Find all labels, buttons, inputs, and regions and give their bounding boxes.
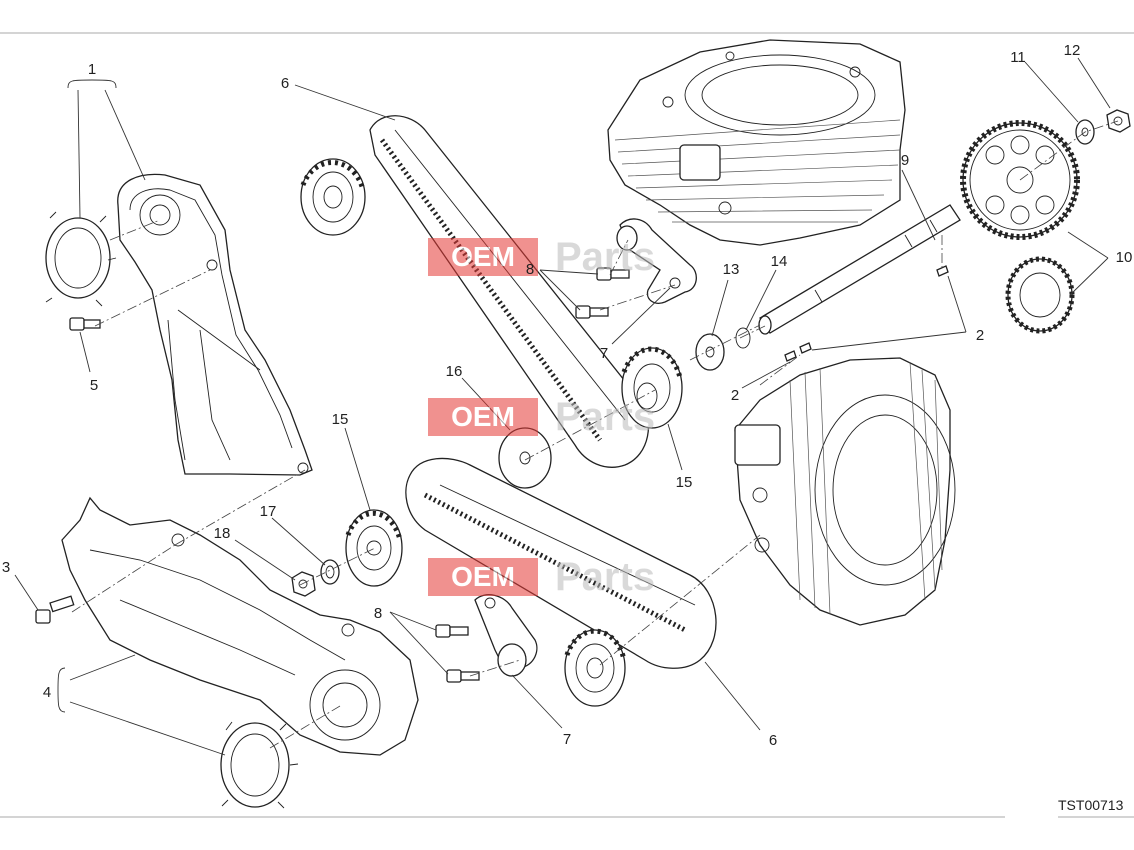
callout-12: 12 [1064, 42, 1081, 59]
lower-inspection-cap [220, 721, 299, 809]
callout-10: 10 [1116, 249, 1133, 266]
watermark-oem-text: OEM [451, 401, 515, 432]
callout-18: 18 [214, 525, 231, 542]
washer-17 [320, 559, 340, 585]
callout-6-lower: 6 [769, 732, 777, 749]
callout-5: 5 [90, 377, 98, 394]
lower-timing-belt [405, 457, 717, 669]
cam-nut-18 [291, 571, 316, 597]
callout-11: 11 [1010, 49, 1026, 66]
watermark-oem-text: OEM [451, 241, 515, 272]
callout-17: 17 [260, 503, 277, 520]
drive-pulley-15-lower [345, 509, 403, 587]
screw-5 [69, 317, 101, 331]
leader-lines [14, 57, 1111, 756]
callout-2-right: 2 [976, 327, 984, 344]
spacer-washer-16 [498, 427, 552, 489]
upper-belt-tensioner [616, 218, 697, 304]
callout-4: 4 [43, 684, 51, 701]
nut-12 [1106, 109, 1131, 133]
callout-2-left: 2 [731, 387, 739, 404]
circlip-14 [735, 327, 751, 349]
screw-3 [35, 595, 75, 624]
timing-shaft [758, 204, 961, 335]
drawing-code: TST00713 [1058, 797, 1124, 813]
watermark-parts-text: Parts [555, 395, 655, 439]
watermark-bottom: OEM Parts [428, 555, 655, 599]
lower-belt-cover [61, 496, 419, 756]
watermark-oem-text: OEM [451, 561, 515, 592]
keys-2 [784, 265, 949, 362]
callout-7-lower: 7 [563, 731, 571, 748]
callout-8-upper: 8 [526, 261, 534, 278]
upper-inspection-cap [45, 211, 117, 307]
screws-8-upper [575, 267, 630, 319]
callout-8-lower: 8 [374, 605, 382, 622]
callout-7-upper: 7 [600, 345, 608, 362]
upper-belt-cover [117, 173, 313, 476]
watermark-top: OEM Parts [428, 235, 655, 279]
watermark-parts-text: Parts [555, 235, 655, 279]
callout-labels: 1 5 3 4 6 6 8 8 7 7 9 10 11 12 13 14 2 2… [2, 42, 1133, 749]
callout-15-lower: 15 [332, 411, 349, 428]
assembly-axes [71, 120, 1119, 749]
timing-gear-small [1005, 256, 1075, 334]
watermark-parts-text: Parts [555, 555, 655, 599]
callout-9: 9 [901, 152, 909, 169]
callout-14: 14 [771, 253, 788, 270]
camshaft-pulley-lower [564, 628, 627, 707]
rear-cylinder-head [607, 39, 906, 246]
washer-13 [695, 333, 725, 371]
callout-1: 1 [88, 61, 96, 78]
callout-6-upper: 6 [281, 75, 289, 92]
drive-pulley-15-upper [621, 346, 683, 429]
callout-13: 13 [723, 261, 740, 278]
callout-16: 16 [446, 363, 463, 380]
lower-belt-tensioner [474, 594, 538, 677]
upper-timing-belt [369, 115, 650, 468]
camshaft-pulley-upper [300, 158, 366, 236]
watermark-middle: OEM Parts [428, 395, 655, 439]
callout-15-upper: 15 [676, 474, 693, 491]
screws-8-lower [435, 624, 480, 683]
front-cylinder-head [734, 357, 956, 626]
callout-3: 3 [2, 559, 10, 576]
